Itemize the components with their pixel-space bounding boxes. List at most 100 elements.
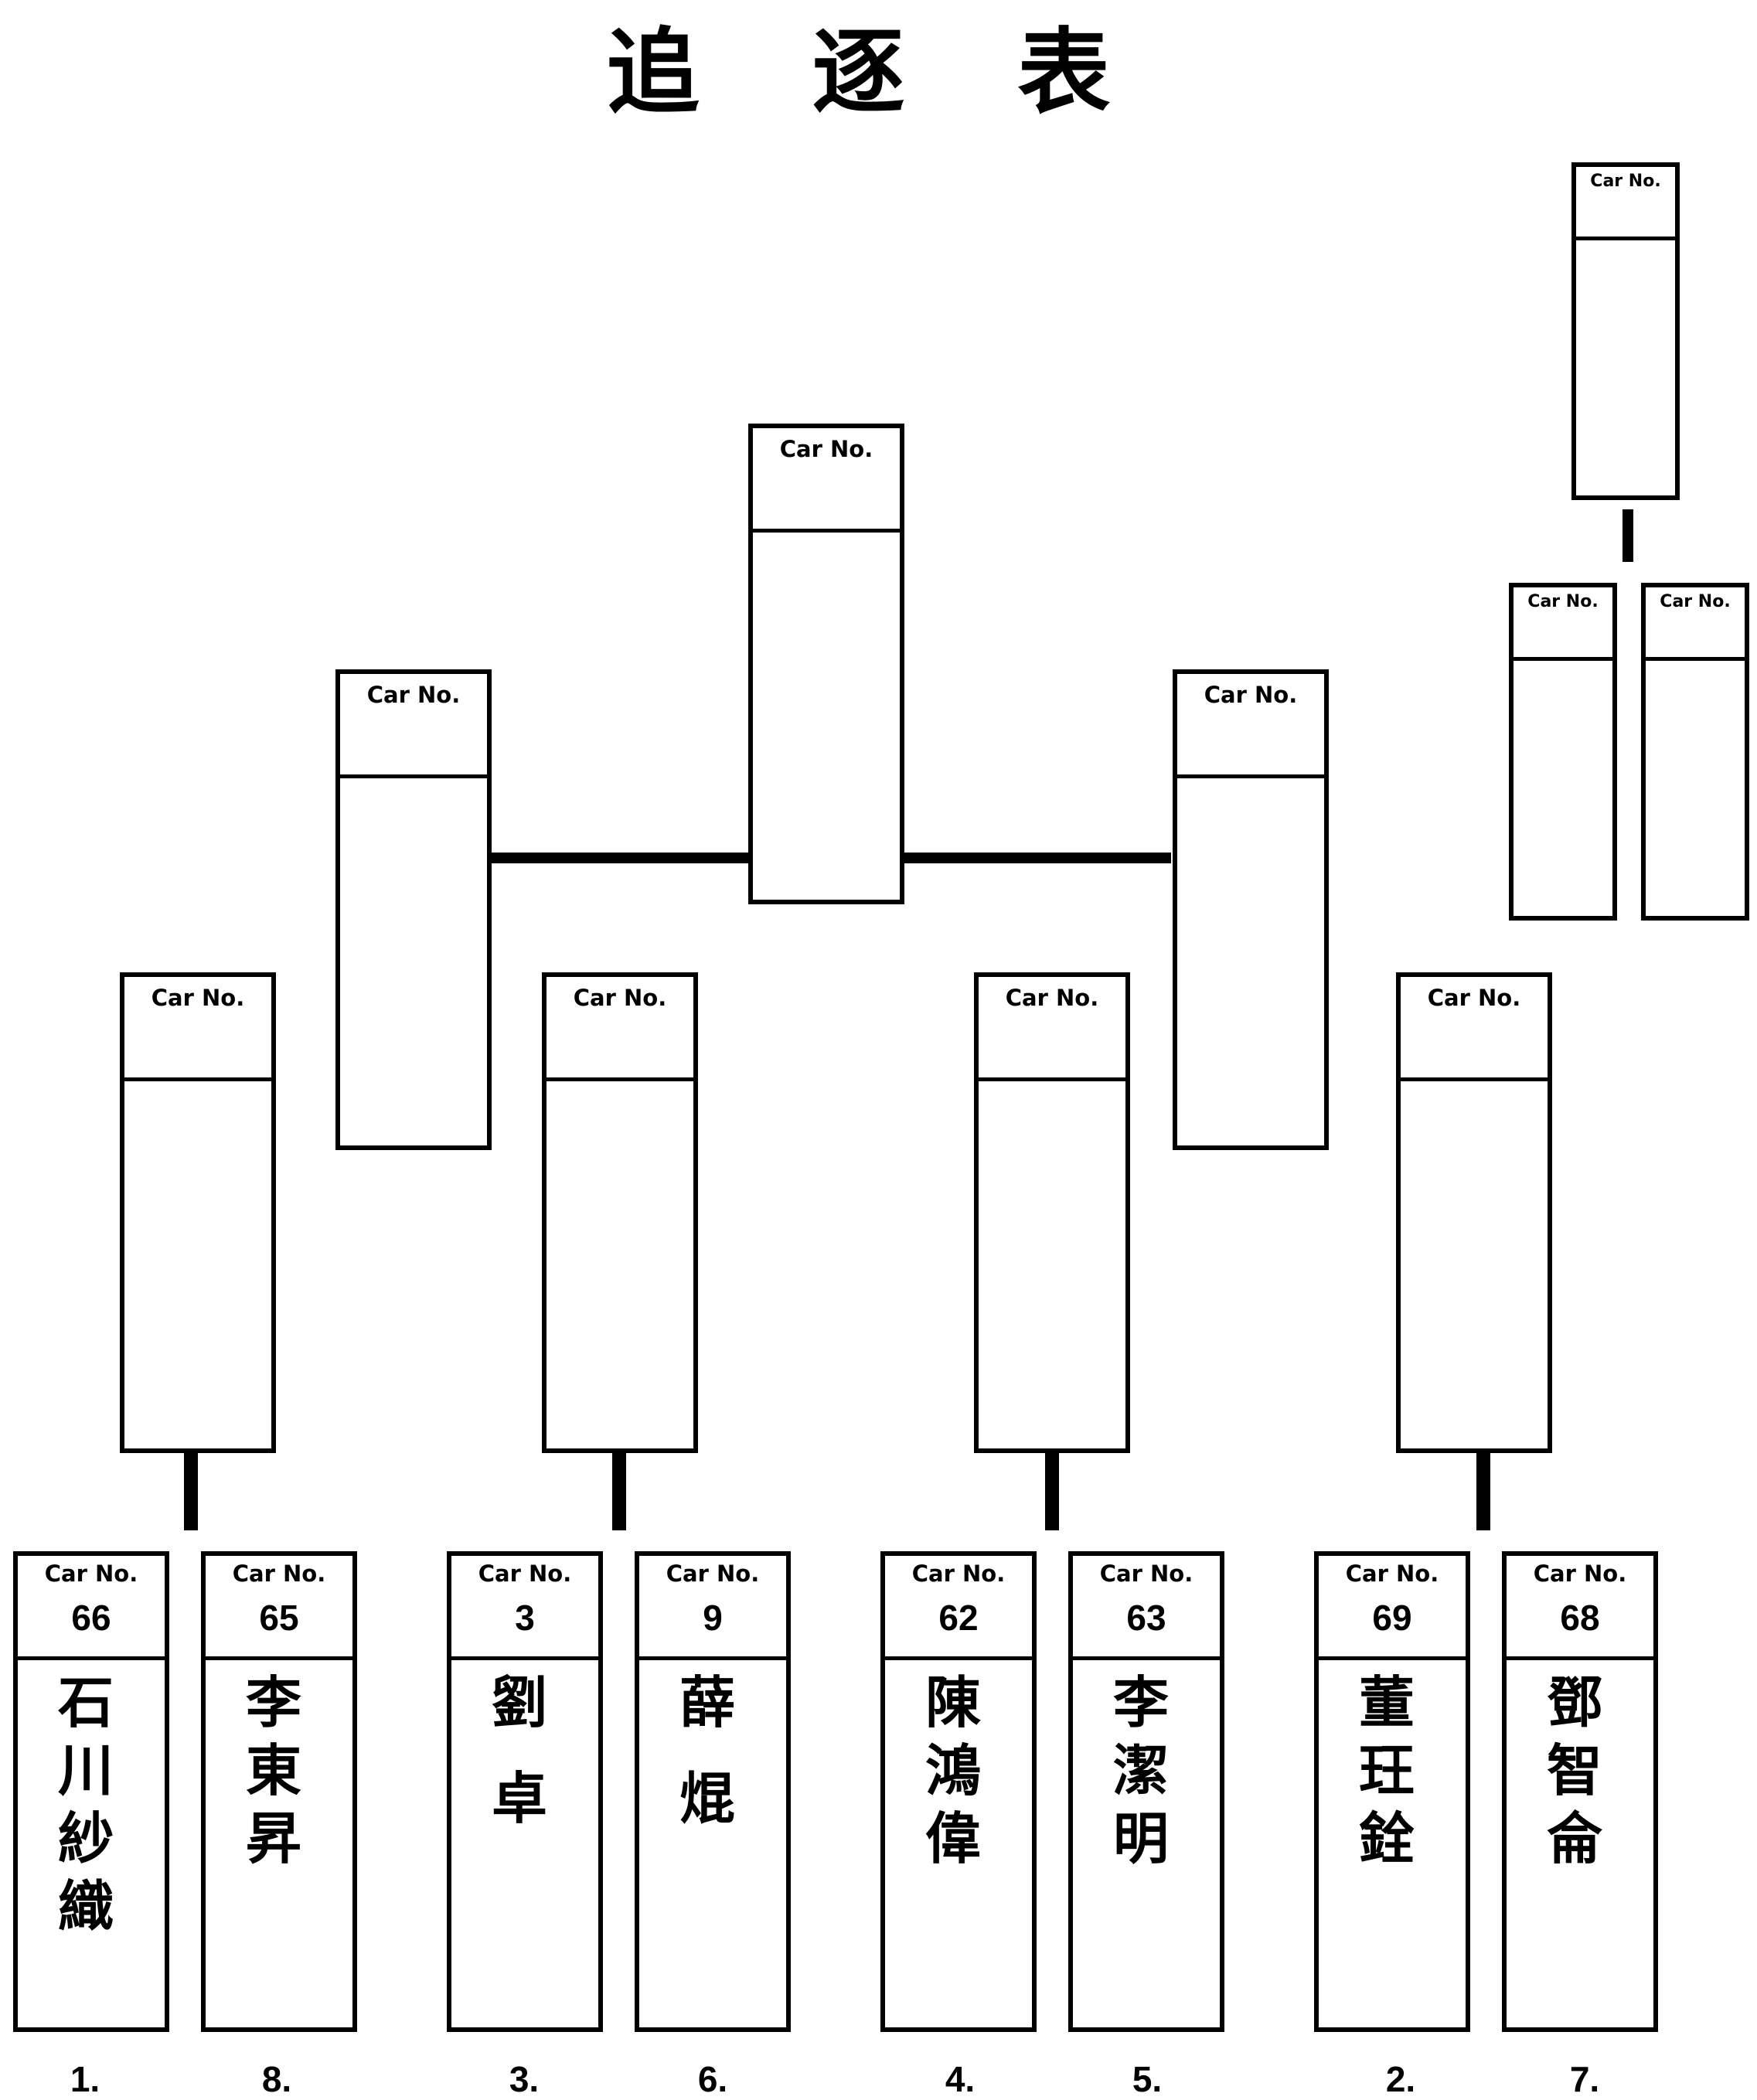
rank-label: 4. [945, 2059, 976, 2099]
car-label: Car No. [44, 1561, 138, 1587]
entrant-box: Car No. 3 劉卓 [447, 1551, 603, 2032]
third-place-contender-b: Car No. [1641, 583, 1749, 921]
car-number: 63 [1126, 1598, 1166, 1638]
car-header: Car No. [979, 977, 1125, 1081]
name-char: 李 [1112, 1670, 1180, 1735]
car-label: Car No. [478, 1561, 572, 1587]
name-char: 薛 [679, 1670, 746, 1735]
semifinal-box-left: Car No. [335, 669, 492, 1150]
quarterfinal-box-4: Car No. [1396, 972, 1552, 1453]
driver-name: 李潔明 [1073, 1672, 1220, 1876]
car-header: Car No.65 [206, 1556, 352, 1660]
name-char: 劉 [491, 1670, 558, 1735]
car-label: Car No. [1660, 592, 1731, 611]
driver-name: 薛焜 [639, 1672, 786, 1836]
entrant-box: Car No. 68 鄧智侖 [1502, 1551, 1658, 2032]
name-char: 織 [57, 1874, 124, 1939]
entrant-box: Car No.65 李東昇 [201, 1551, 357, 2032]
car-number: 69 [1372, 1598, 1412, 1638]
car-header: Car No. 68 [1507, 1556, 1653, 1660]
name-char: 昇 [245, 1806, 312, 1871]
driver-name: 李東昇 [206, 1672, 352, 1876]
entrant-box: Car No.69 董玨銓 [1314, 1551, 1470, 2032]
final-box: Car No. [748, 424, 904, 904]
connector-final-semi-right [904, 853, 1171, 863]
name-char: 潔 [1112, 1738, 1180, 1803]
rank-label: 6. [697, 2059, 728, 2099]
name-char: 智 [1546, 1738, 1613, 1803]
car-header: Car No. [1646, 587, 1745, 661]
car-header: Car No. [124, 977, 271, 1081]
entrant-box: Car No.9 薛焜 [635, 1551, 791, 2032]
car-number: 62 [938, 1598, 979, 1638]
name-char: 紗 [57, 1806, 124, 1871]
name-char: 偉 [924, 1806, 992, 1871]
car-label: Car No. [1590, 172, 1661, 191]
name-char: 董 [1358, 1670, 1425, 1735]
car-number: 3 [515, 1598, 535, 1638]
rank-label: 8. [261, 2059, 292, 2099]
name-char: 明 [1112, 1806, 1180, 1871]
car-header: Car No. [1576, 167, 1675, 240]
name-char: 陳 [924, 1670, 992, 1735]
name-char: 川 [57, 1738, 124, 1803]
car-label: Car No. [1533, 1561, 1627, 1587]
car-label: Car No. [366, 682, 461, 708]
name-char: 鴻 [924, 1738, 992, 1803]
car-header: Car No.69 [1319, 1556, 1466, 1660]
car-label: Car No. [911, 1561, 1006, 1587]
car-label: Car No. [573, 985, 667, 1011]
car-label: Car No. [779, 436, 873, 462]
car-header: Car No. 62 [885, 1556, 1032, 1660]
rank-label: 3. [509, 2059, 540, 2099]
page-title: 追 逐 表 [606, 19, 1151, 127]
quarterfinal-box-1: Car No. [120, 972, 276, 1453]
connector-qf3 [1045, 1453, 1059, 1530]
entrant-box: Car No. 62 陳鴻偉 [880, 1551, 1037, 2032]
car-number: 66 [71, 1598, 111, 1638]
car-label: Car No. [1005, 985, 1099, 1011]
car-header: Car No. 63 [1073, 1556, 1220, 1660]
car-label: Car No. [1527, 592, 1599, 611]
connector-third-place [1623, 509, 1633, 562]
name-char: 銓 [1358, 1806, 1425, 1871]
connector-qf2 [612, 1453, 626, 1530]
connector-qf4 [1476, 1453, 1490, 1530]
driver-name: 鄧智侖 [1507, 1672, 1653, 1876]
car-header: Car No. [1401, 977, 1548, 1081]
car-header: Car No. [753, 428, 900, 533]
rank-label: 1. [70, 2059, 100, 2099]
car-label: Car No. [1427, 985, 1521, 1011]
third-place-box: Car No. [1571, 162, 1680, 500]
car-number: 9 [703, 1598, 723, 1638]
car-header: Car No. [1177, 674, 1324, 778]
semifinal-box-right: Car No. [1173, 669, 1329, 1150]
car-number: 65 [259, 1598, 299, 1638]
name-char: 李 [245, 1670, 312, 1735]
driver-name: 石川紗織 [18, 1672, 165, 1944]
driver-name: 董玨銓 [1319, 1672, 1466, 1876]
name-char: 焜 [679, 1766, 746, 1831]
car-header: Car No. [340, 674, 487, 778]
rank-label: 5. [1132, 2059, 1163, 2099]
rank-label: 2. [1385, 2059, 1416, 2099]
name-char: 鄧 [1546, 1670, 1613, 1735]
car-header: Car No. 3 [451, 1556, 598, 1660]
connector-qf1 [184, 1453, 198, 1530]
name-char: 石 [57, 1670, 124, 1735]
car-label: Car No. [1204, 682, 1298, 708]
name-char: 卓 [491, 1766, 558, 1831]
name-char: 侖 [1546, 1806, 1613, 1871]
name-char: 玨 [1358, 1738, 1425, 1803]
car-label: Car No. [1099, 1561, 1193, 1587]
car-header: Car No. [1514, 587, 1612, 661]
car-header: Car No. 66 [18, 1556, 165, 1660]
car-header: Car No.9 [639, 1556, 786, 1660]
rank-label: 7. [1569, 2059, 1600, 2099]
driver-name: 陳鴻偉 [885, 1672, 1032, 1876]
car-label: Car No. [151, 985, 245, 1011]
car-number: 68 [1560, 1598, 1600, 1638]
entrant-box: Car No. 63 李潔明 [1068, 1551, 1224, 2032]
quarterfinal-box-3: Car No. [974, 972, 1130, 1453]
name-char: 東 [245, 1738, 312, 1803]
